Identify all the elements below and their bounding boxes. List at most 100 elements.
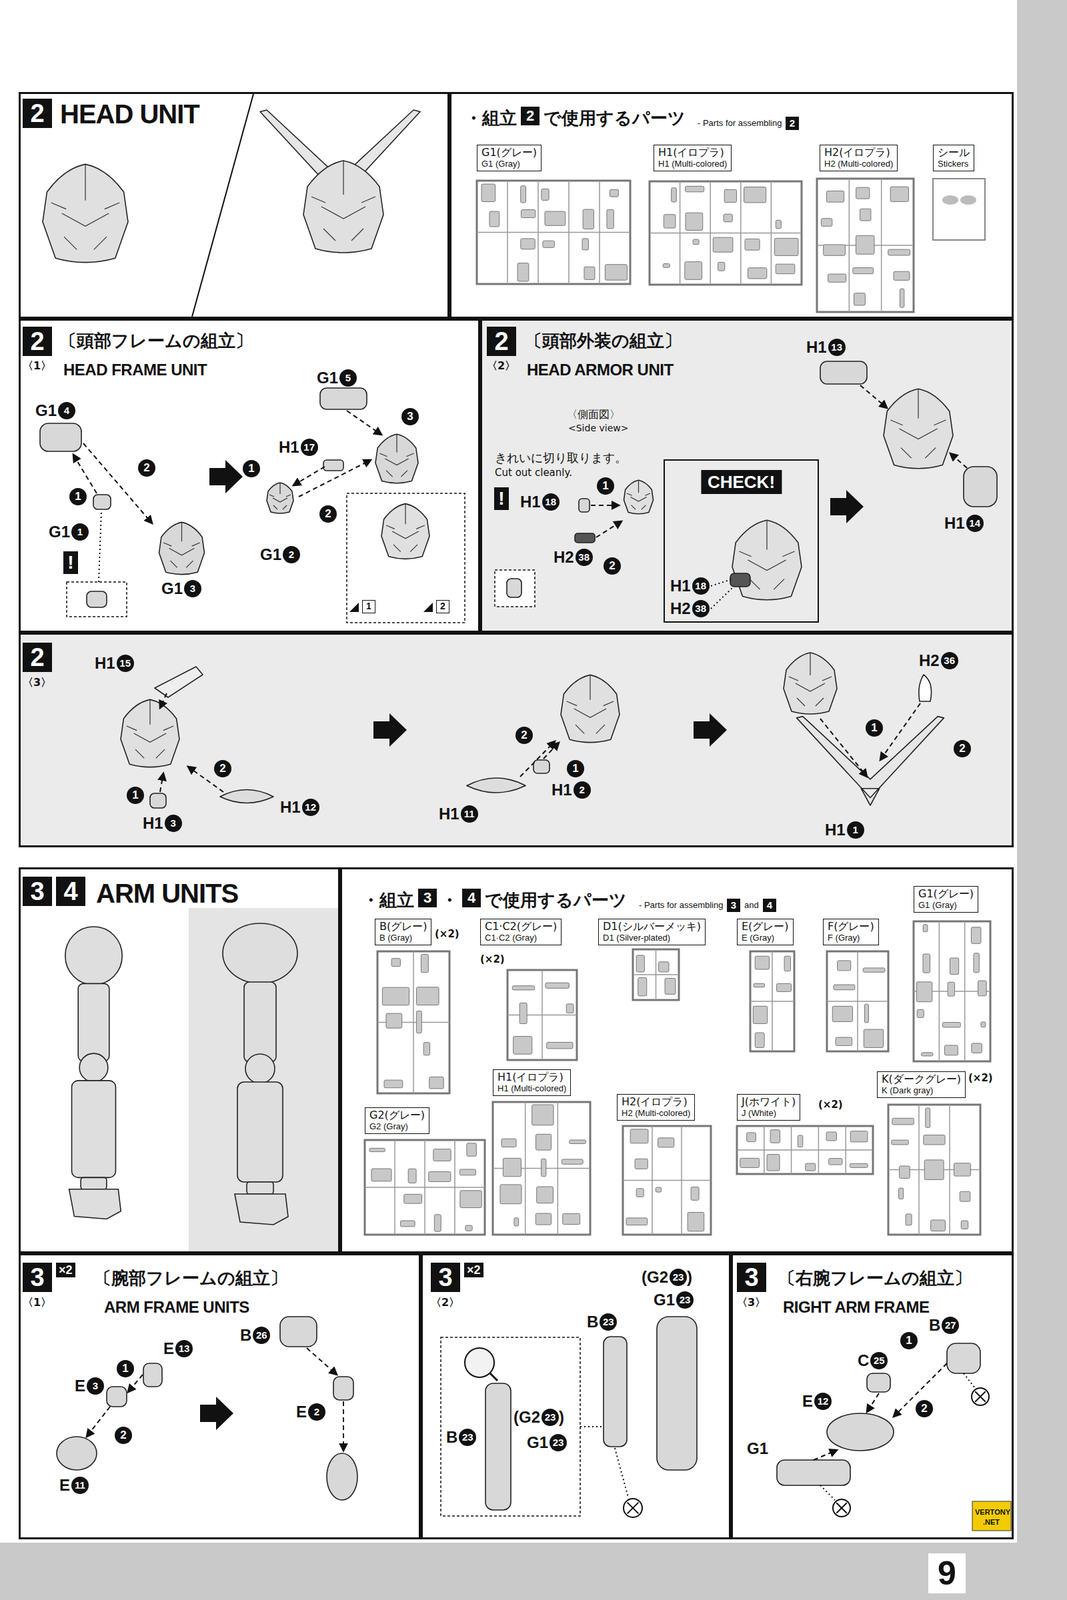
- leader-arrow: [298, 460, 371, 497]
- runner-label: D1(シルバーメッキ)D1 (Silver-plated): [598, 918, 706, 946]
- step-title-ja: 〔腕部フレームの組立〕: [94, 1267, 288, 1290]
- step-number-box: 2: [486, 326, 517, 357]
- vfin-drawing: [796, 716, 945, 806]
- magnifier: [464, 1348, 495, 1378]
- part-callout-number: 38: [575, 548, 593, 567]
- part-number: G1: [260, 546, 282, 564]
- divider: [192, 94, 254, 317]
- head-detail: [51, 164, 120, 250]
- arm-part: [79, 1053, 109, 1083]
- quantity-mark: (×2): [434, 928, 460, 941]
- runner-part: [724, 189, 737, 203]
- runner-label: F(グレー)F (Gray): [822, 918, 879, 946]
- leader-arrow: [346, 410, 382, 435]
- runner-frame: [622, 1126, 711, 1236]
- step-number-box: 3: [726, 898, 741, 913]
- step-number: 2: [603, 557, 621, 575]
- runner-label: J(ホワイト)J (White): [736, 1094, 801, 1122]
- quantity-mark: (×2): [968, 1072, 993, 1085]
- part-callout-number: 11: [460, 805, 479, 823]
- step-number: 2: [915, 1400, 933, 1418]
- part-drawing: [320, 388, 367, 410]
- runner-part: [923, 1135, 945, 1146]
- head-drawing: [120, 699, 180, 767]
- runner-part: [766, 1155, 780, 1172]
- runner-part: [930, 1220, 946, 1232]
- part-number: G1: [161, 580, 183, 598]
- next-step-arrow: [830, 490, 864, 524]
- runner-part: [959, 1191, 970, 1202]
- runner-part: [797, 1135, 803, 1148]
- detail-box: [346, 493, 465, 623]
- runner-part: [921, 1052, 933, 1057]
- part-callout-number: 15: [116, 654, 135, 673]
- runner-part: [942, 1022, 961, 1028]
- step-panel: 3〈3〉〔右腕フレームの組立〕RIGHT ARM FRAME: [730, 1253, 1014, 1540]
- step-number: 2: [214, 760, 232, 778]
- arm-part: [244, 982, 277, 1063]
- part-callout-number: 13: [175, 1340, 193, 1358]
- sticker-icon: [423, 602, 433, 613]
- runner-part: [664, 978, 676, 995]
- part-callout-number: 1: [846, 821, 865, 839]
- runner-name-en: G1 (Gray): [481, 158, 537, 170]
- runner-part: [466, 1143, 477, 1158]
- runner-part: [864, 1004, 869, 1023]
- step-title-en: HEAD FRAME UNIT: [63, 360, 207, 380]
- panel-ground: [480, 318, 1014, 633]
- runner-part: [856, 187, 870, 199]
- runner-name-ja: J(ホワイト): [741, 1095, 796, 1109]
- runner-frame: [507, 970, 577, 1061]
- part-drawing: [333, 1377, 354, 1401]
- part-drawing: [485, 1383, 511, 1511]
- runner-part: [544, 211, 566, 226]
- runner-frame: [826, 951, 889, 1052]
- part-callout-number: 3: [164, 814, 183, 833]
- runner-part: [828, 1159, 843, 1166]
- head-drawing: [42, 164, 129, 263]
- part-callout-number: 12: [814, 1393, 832, 1411]
- runner-part: [489, 211, 500, 227]
- quantity-mark: (×2): [818, 1099, 843, 1112]
- prohibited-mark: [971, 1388, 989, 1406]
- runner-part: [960, 1221, 968, 1230]
- prohibited-mark: [627, 1503, 639, 1515]
- runner-gate: [826, 1000, 889, 1003]
- dotted-leader: [710, 586, 734, 609]
- runner-part: [582, 209, 594, 229]
- section-title: ARM UNITS: [96, 877, 239, 910]
- part-callout-number: 3: [86, 1377, 105, 1396]
- watermark-logo: VERTONY: [974, 1508, 1011, 1518]
- prohibited-mark: [623, 1499, 643, 1518]
- part-number: G1: [653, 1291, 675, 1310]
- runner-name-en: J (White): [741, 1108, 796, 1120]
- leader-arrow: [128, 1375, 143, 1393]
- sticker-number: 1: [362, 600, 376, 614]
- part-callout-number: 25: [870, 1352, 888, 1370]
- part-number: ): [558, 1409, 565, 1427]
- part-callout-number: 2: [282, 546, 301, 564]
- runner-part: [775, 264, 795, 274]
- runner-label: E(グレー)E (Gray): [736, 918, 794, 946]
- runner-part: [754, 956, 769, 970]
- runner-part: [828, 274, 847, 283]
- part-callout-number: 38: [692, 600, 710, 618]
- runner-part: [862, 968, 885, 973]
- runner-part: [949, 958, 959, 975]
- runner-gate: [736, 1149, 873, 1152]
- head-drawing: [560, 674, 620, 743]
- runner-part: [513, 1036, 533, 1055]
- runner-label: H2(イロプラ)H2 (Multi-colored): [616, 1094, 695, 1122]
- runner-name-en: G2 (Gray): [369, 1121, 425, 1133]
- runner-part: [566, 1004, 574, 1014]
- part-callout-number: 1: [71, 523, 89, 541]
- parts-heading-en: and: [744, 900, 759, 911]
- runner-drawing: [826, 951, 889, 1052]
- runner-part: [712, 237, 733, 253]
- runner-part: [898, 1188, 904, 1200]
- leader-arrow: [880, 703, 921, 761]
- detail-box: [66, 582, 127, 617]
- part-callout-number: 23: [541, 1409, 559, 1427]
- part-number: G1: [746, 1440, 769, 1458]
- runner-part: [658, 962, 669, 973]
